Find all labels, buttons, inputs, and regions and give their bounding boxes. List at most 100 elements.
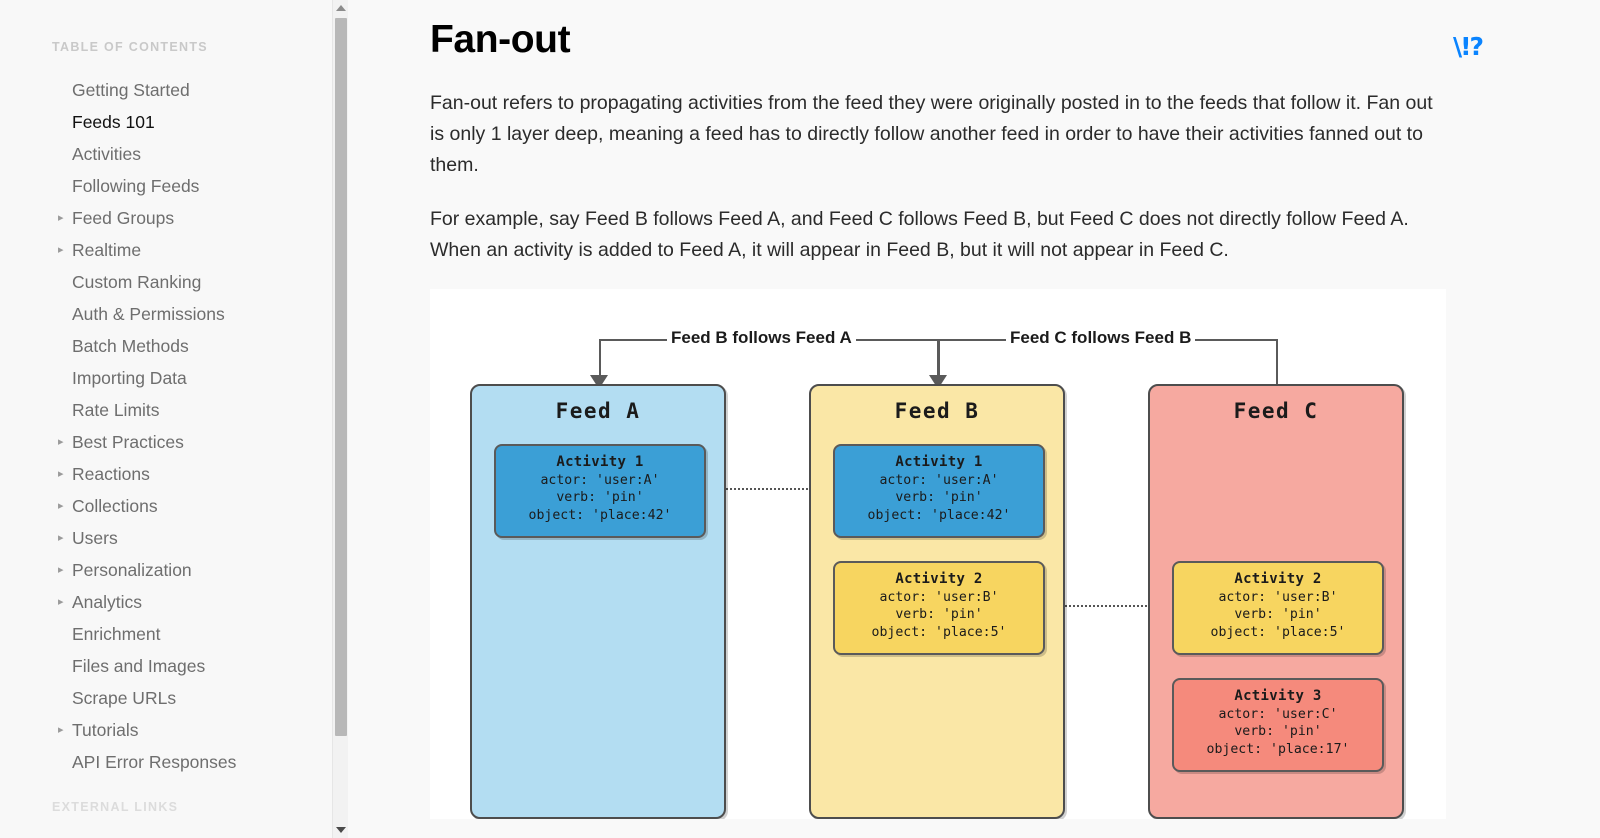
sidebar-item-feeds-101[interactable]: Feeds 101 xyxy=(0,106,348,138)
activity-verb: verb: 'pin' xyxy=(895,607,983,622)
sidebar-item-personalization[interactable]: ▸ Personalization xyxy=(0,554,348,586)
sidebar-item-reactions[interactable]: ▸ Reactions xyxy=(0,458,348,490)
fanout-diagram: Feed B follows Feed A Feed C follows Fee… xyxy=(430,289,1446,819)
sidebar-item-label: Collections xyxy=(72,496,158,516)
page-inner: \!? Fan-out Fan-out refers to propagatin… xyxy=(348,0,1600,819)
sidebar-item-label: Reactions xyxy=(72,464,150,484)
sidebar-item-getting-started[interactable]: Getting Started xyxy=(0,74,348,106)
activity-card: Activity 3 actor: 'user:C' verb: 'pin' obje… xyxy=(1172,678,1384,772)
sidebar-item-analytics[interactable]: ▸ Analytics xyxy=(0,586,348,618)
activity-verb: verb: 'pin' xyxy=(895,490,983,505)
chevron-right-icon[interactable]: ▸ xyxy=(58,436,64,448)
sidebar-item-scrape-urls[interactable]: Scrape URLs xyxy=(0,682,348,714)
activity-verb: verb: 'pin' xyxy=(1234,607,1322,622)
sidebar-item-auth-permissions[interactable]: Auth & Permissions xyxy=(0,298,348,330)
activity-actor: actor: 'user:C' xyxy=(1218,706,1338,722)
follow-connector-b-right xyxy=(1276,339,1278,384)
chevron-right-icon[interactable]: ▸ xyxy=(58,564,64,576)
chevron-right-icon[interactable]: ▸ xyxy=(58,724,64,736)
activity-actor: actor: 'user:A' xyxy=(879,472,999,488)
sidebar-item-label: Files and Images xyxy=(72,656,206,676)
activity-card: Activity 1 actor: 'user:A' verb: 'pin' obje… xyxy=(494,444,706,538)
sidebar-item-label: Feeds 101 xyxy=(72,112,155,132)
sidebar-item-label: Best Practices xyxy=(72,432,184,452)
activity-title: Activity 1 xyxy=(556,454,644,470)
sidebar-item-batch-methods[interactable]: Batch Methods xyxy=(0,330,348,362)
sidebar-item-tutorials[interactable]: ▸ Tutorials xyxy=(0,714,348,746)
sidebar-item-label: Getting Started xyxy=(72,80,190,100)
follow-connector-a-left xyxy=(599,339,601,381)
sidebar-item-enrichment[interactable]: Enrichment xyxy=(0,618,348,650)
sidebar-item-following-feeds[interactable]: Following Feeds xyxy=(0,170,348,202)
sidebar-item-custom-ranking[interactable]: Custom Ranking xyxy=(0,266,348,298)
sidebar-item-label: API Error Responses xyxy=(72,752,237,772)
activity-title: Activity 2 xyxy=(1234,571,1322,587)
external-links-heading: EXTERNAL LINKS xyxy=(52,800,179,814)
activity-title: Activity 3 xyxy=(1234,688,1322,704)
chevron-right-icon[interactable]: ▸ xyxy=(58,596,64,608)
chevron-right-icon[interactable]: ▸ xyxy=(58,212,64,224)
activity-verb: verb: 'pin' xyxy=(1234,724,1322,739)
scrollbar-thumb[interactable] xyxy=(335,18,347,736)
activity-object: object: 'place:5' xyxy=(1210,624,1346,640)
follow-label-c-follows-b: Feed C follows Feed B xyxy=(1006,328,1196,348)
sidebar-item-api-error-responses[interactable]: API Error Responses xyxy=(0,746,348,778)
chevron-right-icon[interactable]: ▸ xyxy=(58,468,64,480)
sidebar-item-label: Following Feeds xyxy=(72,176,200,196)
feed-title: Feed A xyxy=(555,399,641,423)
sidebar-item-label: Feed Groups xyxy=(72,208,175,228)
feed-box-b: Feed B Activity 1 actor: 'user:A' verb: 'pi… xyxy=(809,384,1065,819)
intro-paragraph: Fan-out refers to propagating activities… xyxy=(430,92,1433,176)
sidebar-item-label: Custom Ranking xyxy=(72,272,202,292)
activity-verb: verb: 'pin' xyxy=(556,490,644,505)
sidebar-item-label: Auth & Permissions xyxy=(72,304,225,324)
sidebar-item-label: Rate Limits xyxy=(72,400,160,420)
sidebar-item-collections[interactable]: ▸ Collections xyxy=(0,490,348,522)
sidebar-item-rate-limits[interactable]: Rate Limits xyxy=(0,394,348,426)
sidebar-item-files-and-images[interactable]: Files and Images xyxy=(0,650,348,682)
sidebar-item-label: Batch Methods xyxy=(72,336,189,356)
activity-actor: actor: 'user:B' xyxy=(1218,589,1338,605)
sidebar-item-label: Importing Data xyxy=(72,368,187,388)
activity-actor: actor: 'user:A' xyxy=(540,472,660,488)
feed-title: Feed B xyxy=(894,399,980,423)
chevron-right-icon[interactable]: ▸ xyxy=(58,532,64,544)
sidebar-item-importing-data[interactable]: Importing Data xyxy=(0,362,348,394)
chevron-right-icon[interactable]: ▸ xyxy=(58,244,64,256)
example-paragraph: For example, say Feed B follows Feed A, … xyxy=(430,208,1409,261)
sidebar-item-label: Scrape URLs xyxy=(72,688,177,708)
sidebar-item-users[interactable]: ▸ Users xyxy=(0,522,348,554)
sidebar-item-label: Analytics xyxy=(72,592,143,612)
page-title: Fan-out xyxy=(430,18,571,61)
feedback-help-icon[interactable]: \!? xyxy=(1452,32,1484,61)
chevron-right-icon[interactable]: ▸ xyxy=(58,500,64,512)
feed-title: Feed C xyxy=(1233,399,1319,423)
activity-title: Activity 2 xyxy=(895,571,983,587)
sidebar-item-feed-groups[interactable]: ▸ Feed Groups xyxy=(0,202,348,234)
sidebar-item-label: Enrichment xyxy=(72,624,161,644)
sidebar-scrollbar[interactable] xyxy=(332,0,348,838)
activity-object: object: 'place:17' xyxy=(1206,741,1350,757)
activity-title: Activity 1 xyxy=(895,454,983,470)
sidebar-item-label: Users xyxy=(72,528,118,548)
sidebar-item-realtime[interactable]: ▸ Realtime xyxy=(0,234,348,266)
scroll-up-arrow-icon[interactable] xyxy=(333,0,348,16)
main-content: \!? Fan-out Fan-out refers to propagatin… xyxy=(348,0,1600,838)
follow-label-b-follows-a: Feed B follows Feed A xyxy=(667,328,856,348)
toc-heading: TABLE OF CONTENTS xyxy=(52,40,208,54)
sidebar-item-activities[interactable]: Activities xyxy=(0,138,348,170)
propagation-line-b-to-c xyxy=(1005,605,1171,607)
sidebar-item-label: Personalization xyxy=(72,560,192,580)
sidebar-item-label: Realtime xyxy=(72,240,142,260)
sidebar-item-best-practices[interactable]: ▸ Best Practices xyxy=(0,426,348,458)
sidebar-item-label: Tutorials xyxy=(72,720,139,740)
feed-box-c: Feed C Activity 2 actor: 'user:B' verb: 'pi… xyxy=(1148,384,1404,819)
activity-object: object: 'place:42' xyxy=(528,507,672,523)
feed-box-a: Feed A Activity 1 actor: 'user:A' verb: 'pi… xyxy=(470,384,726,819)
scroll-down-arrow-icon[interactable] xyxy=(333,822,348,838)
